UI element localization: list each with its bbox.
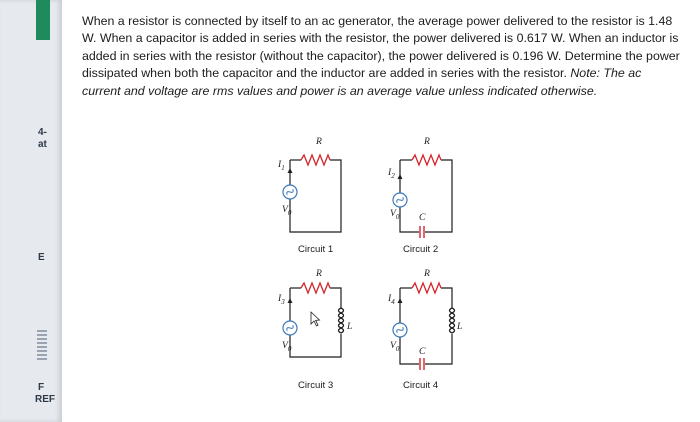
resistor-symbol: [300, 281, 331, 295]
inductor-symbol: [337, 307, 345, 334]
label-r-4: R: [424, 268, 430, 279]
caption-circuit-3: Circuit 3: [298, 380, 334, 391]
circuit-figure: R I1 V0 Circuit 1 R I2 V0 C Circuit 2 R …: [268, 132, 468, 402]
resistor-symbol: [411, 281, 442, 295]
sidebar-item-3[interactable]: E: [38, 252, 45, 263]
problem-text: When a resistor is connected by itself t…: [82, 14, 680, 81]
sidebar-item-1[interactable]: 4-: [38, 127, 47, 138]
label-i4: I4: [388, 293, 395, 306]
capacitor-symbol: [419, 226, 425, 238]
circuit-2: [392, 153, 453, 238]
label-i2: I2: [388, 167, 395, 180]
circuit-diagram: [282, 153, 456, 370]
label-r-2: R: [424, 136, 430, 147]
caption-circuit-4: Circuit 4: [403, 380, 439, 391]
label-c-2: C: [419, 212, 426, 223]
problem-statement: When a resistor is connected by itself t…: [82, 13, 682, 100]
sidebar-item-4[interactable]: F: [38, 382, 45, 393]
circuit-1: [282, 153, 342, 233]
label-r-3: R: [316, 268, 322, 279]
label-r-1: R: [316, 136, 322, 147]
inductor-symbol: [448, 307, 456, 334]
label-v0-3: V0: [282, 340, 292, 353]
sidebar-panel: [0, 0, 62, 422]
caption-circuit-1: Circuit 1: [298, 244, 334, 255]
label-c-4: C: [419, 346, 426, 357]
label-v0-1: V0: [282, 204, 292, 217]
resistor-symbol: [300, 153, 331, 167]
label-i3: I3: [278, 293, 285, 306]
capacitor-symbol: [419, 358, 425, 370]
sidebar-accent: [36, 0, 50, 40]
label-l-3: L: [347, 321, 353, 332]
problem-note: Note: The ac current and voltage are rms…: [82, 66, 642, 98]
label-v0-2: V0: [390, 208, 400, 221]
circuit-4: [392, 281, 456, 370]
left-sidebar: 4- at E F REF: [0, 0, 66, 422]
caption-circuit-2: Circuit 2: [403, 244, 439, 255]
sidebar-divider: [37, 330, 47, 360]
sidebar-item-5[interactable]: REF: [35, 394, 55, 405]
label-i1: I1: [278, 159, 285, 172]
resistor-symbol: [411, 153, 442, 167]
sidebar-item-2[interactable]: at: [38, 139, 47, 150]
label-v0-4: V0: [390, 340, 400, 353]
mouse-cursor: [310, 311, 321, 327]
circuit-3: [282, 281, 345, 358]
label-l-4: L: [457, 321, 463, 332]
main-panel: When a resistor is connected by itself t…: [66, 0, 700, 422]
